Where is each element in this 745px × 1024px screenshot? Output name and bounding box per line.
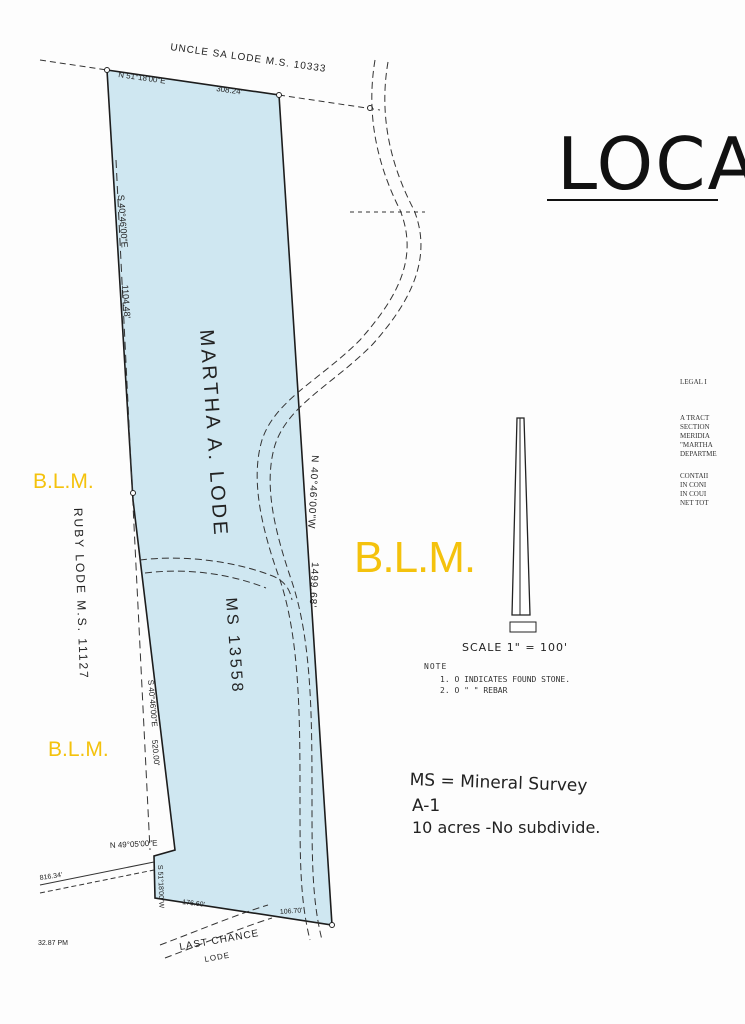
corner-marker [104, 67, 110, 73]
south-jog-bearing: N 49°05'00"E [110, 839, 158, 850]
legal-heading: LEGAL I [680, 378, 707, 386]
handwritten-line-3: 10 acres -No subdivide. [412, 818, 601, 837]
mineral-survey-number: MS 13558 [222, 597, 246, 695]
note-item: 1. O INDICATES FOUND STONE. [440, 675, 571, 684]
north-boundary-extension [39, 59, 108, 71]
corner-marker [130, 490, 136, 496]
blm-label-center: B.L.M. [354, 533, 476, 582]
east-line-distance: 1499.68' [307, 562, 320, 609]
tie-line [39, 861, 155, 886]
north-arrow [511, 417, 531, 616]
legal-line: A TRACT [680, 414, 710, 422]
scale-label: SCALE 1" = 100' [462, 641, 569, 654]
handwritten-line-2: A-1 [412, 796, 441, 816]
corner-note: 32.87 PM [38, 940, 68, 947]
road-branch [139, 557, 293, 601]
legal-line: CONTAII [680, 472, 709, 480]
west-line-bearing-bottom: S 40°46'00"E [146, 679, 159, 727]
north-line-distance: 308.24' [216, 84, 243, 97]
south-adjacent-sub: LODE [204, 951, 231, 964]
legal-line: DEPARTME [680, 450, 717, 458]
blm-label-left-bottom: B.L.M. [48, 738, 109, 761]
west-line-bearing-top: S 40°46'00"E [116, 194, 130, 248]
legal-line: SECTION [680, 423, 710, 431]
scale-bar-base [509, 621, 537, 633]
south-east-distance: 106.70' [280, 907, 303, 916]
legal-line: IN CONI [680, 481, 707, 489]
martha-lode-parcel [106, 69, 333, 926]
west-adjacent-label: RUBY LODE M.S. 11127 [71, 508, 91, 680]
west-boundary-extension [115, 159, 151, 851]
road-bottom [159, 904, 269, 946]
corner-marker [276, 92, 282, 98]
south-adjacent-label: LAST CHANCE [179, 928, 261, 953]
south-bearing-b: S 51°18'00"W [156, 865, 166, 909]
road-bottom [164, 917, 273, 959]
legal-line: "MARTHA [680, 441, 713, 449]
north-adjacent-label: UNCLE SA LODE M.S. 10333 [170, 42, 327, 75]
road-path [256, 59, 408, 941]
north-boundary-extension [278, 94, 381, 111]
legal-line: IN COUI [680, 490, 707, 498]
south-distance: 176.60' [182, 899, 205, 909]
road-branch [144, 570, 267, 589]
east-line-bearing: N 40°46'00"W [305, 455, 320, 530]
corner-marker [329, 922, 335, 928]
tie-line [39, 869, 155, 894]
page-title: LOCA [557, 122, 745, 206]
legal-line: MERIDIA [680, 432, 710, 440]
blm-label-left-top: B.L.M. [33, 470, 94, 493]
west-line-distance-bottom: 520.00' [150, 739, 161, 766]
left-edge-distance: 816.34' [39, 872, 63, 882]
legal-line: NET TOT [680, 499, 709, 507]
road-path [269, 61, 422, 941]
west-line-distance-top: 1104.48' [120, 284, 132, 318]
note-item: 2. O " " REBAR [440, 686, 508, 695]
note-heading: NOTE [424, 662, 448, 671]
